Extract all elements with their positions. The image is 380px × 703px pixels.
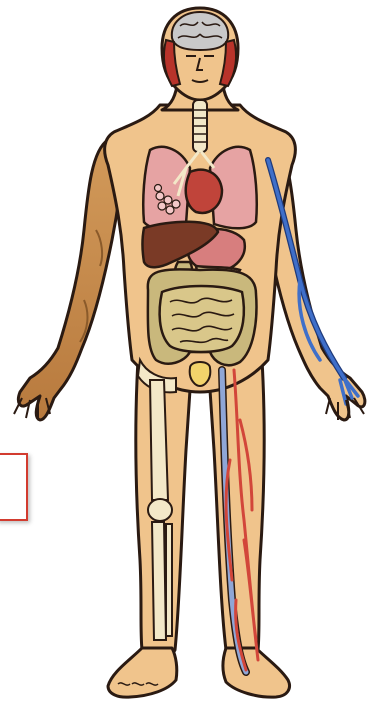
- selection-box[interactable]: [0, 453, 28, 521]
- trachea: [193, 100, 207, 152]
- fibula: [166, 524, 172, 636]
- brain: [172, 12, 228, 50]
- left-lung: [143, 147, 190, 228]
- left-foot: [108, 648, 177, 697]
- femur: [150, 380, 168, 500]
- intestines: [148, 269, 257, 365]
- left-arm: [18, 140, 124, 420]
- bladder: [190, 362, 211, 386]
- foot-bones: [118, 683, 158, 685]
- kneecap: [148, 499, 172, 521]
- heart: [186, 170, 222, 213]
- tibia: [152, 522, 166, 640]
